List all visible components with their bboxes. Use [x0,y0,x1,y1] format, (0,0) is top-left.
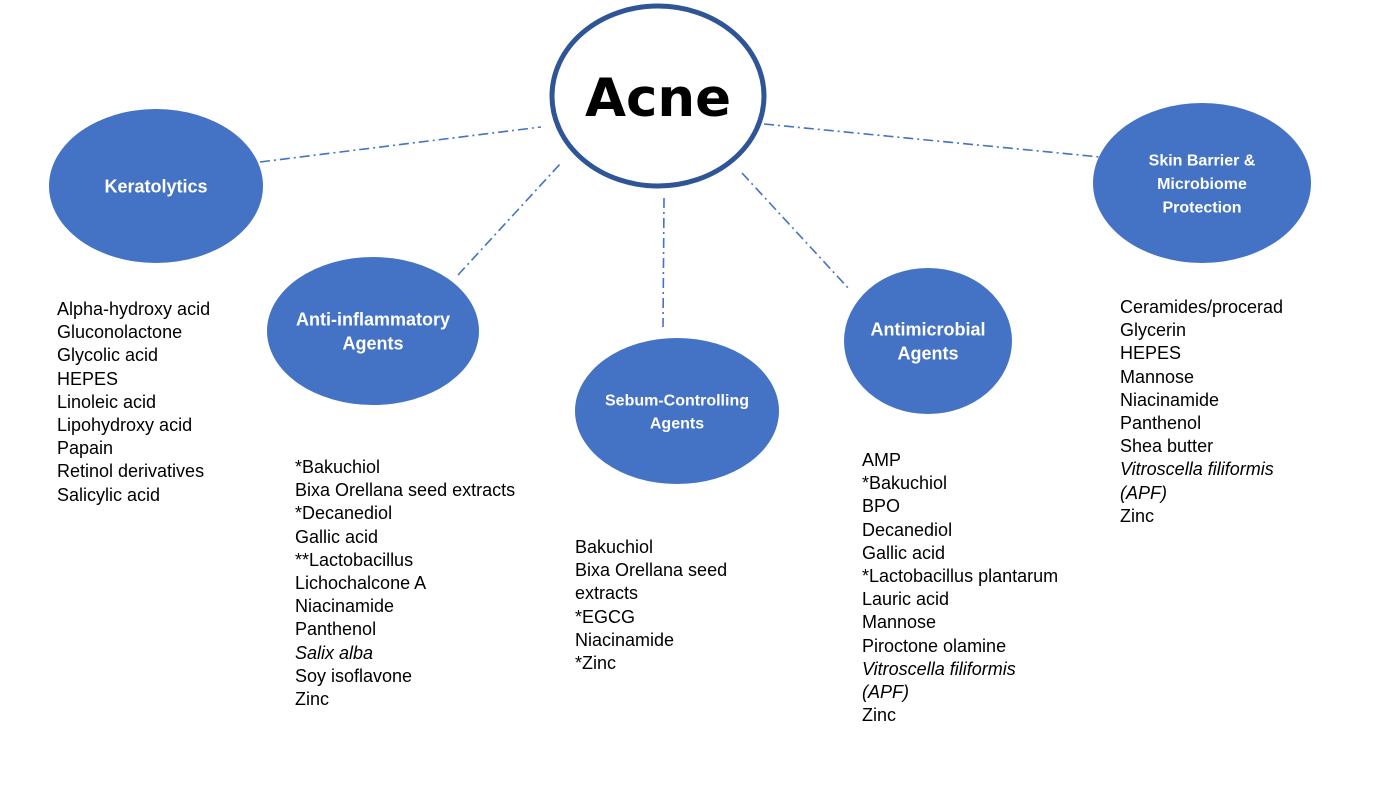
node-label-line: Anti-inflammatory [296,310,450,330]
node-label-line: Keratolytics [104,177,207,197]
keratolytics-node-label: Keratolytics [104,177,207,197]
ingredient-item: *Decanediol [295,503,393,524]
node-label-line: Skin Barrier & [1149,152,1256,169]
ingredient-item: **Lactobacillus [295,549,414,570]
ingredient-item: Gluconolactone [57,322,183,343]
ingredient-item: extracts [575,583,639,604]
ingredient-item: Niacinamide [295,596,395,617]
ingredient-item: HEPES [57,368,119,389]
ingredient-item: Lauric acid [862,589,950,610]
ingredient-item: Vitroscella filiformis [862,658,1016,679]
ingredient-item: Bixa Orellana seed extracts [295,480,516,501]
ingredient-item: *Zinc [575,653,617,674]
ingredient-item: Vitroscella filiformis [1120,459,1274,480]
ingredient-item: Lichochalcone A [295,573,427,594]
node-label-line: Agents [897,344,958,364]
sebum-controlling-node [575,338,779,484]
ingredient-item: Zinc [1120,505,1155,526]
ingredient-item: Shea butter [1120,436,1214,457]
center-ellipse [549,3,767,189]
keratolytics-node [49,109,263,263]
ingredient-item: Soy isoflavone [295,665,413,686]
ingredient-item: Salix alba [295,642,374,663]
skin-barrier-connector [763,123,1101,158]
ingredient-item: Mannose [862,612,937,633]
ingredient-item: Mannose [1120,366,1195,387]
ingredient-item: Gallic acid [862,542,946,563]
ingredient-item: Zinc [862,705,897,726]
node-label-line: Agents [650,415,704,432]
ingredient-item: BPO [862,496,901,517]
ingredient-item: Niacinamide [575,629,675,650]
node-label-line: Antimicrobial [870,320,985,340]
ingredient-item: *Bakuchiol [862,473,948,494]
ingredient-item: Retinol derivatives [57,461,205,482]
keratolytics-connector [259,126,542,163]
center-label: Acne [585,68,731,129]
ingredient-item: Panthenol [1120,413,1202,434]
antimicrobial-node [844,268,1012,414]
ingredient-item: Alpha-hydroxy acid [57,299,211,319]
node-label-line: Microbiome [1157,176,1247,193]
ingredient-item: *EGCG [575,606,636,627]
ingredient-item: Lipohydroxy acid [57,415,193,436]
skin-barrier-node [1093,103,1311,263]
ingredient-item: Salicylic acid [57,484,161,505]
ingredient-item: Gallic acid [295,526,379,547]
anti-inflammatory-connector [457,162,562,276]
ingredient-item: Piroctone olamine [862,635,1007,656]
ingredient-item: *Bakuchiol [295,457,381,477]
node-label-line: Sebum-Controlling [605,392,749,409]
ingredient-item: Linoleic acid [57,391,157,412]
ingredient-item: Bixa Orellana seed [575,560,728,581]
ingredient-item: HEPES [1120,343,1182,364]
antimicrobial-connector [741,172,851,291]
ingredient-item: *Lactobacillus plantarum [862,566,1059,587]
ingredient-item: Panthenol [295,619,377,640]
ingredient-item: (APF) [1120,482,1167,503]
ingredient-item: Glycolic acid [57,345,159,366]
node-label-line: Protection [1162,199,1241,216]
ingredient-item: Bakuchiol [575,537,654,557]
node-label-line: Agents [342,334,403,354]
ingredient-item: Papain [57,438,114,459]
sebum-controlling-connector [662,197,665,328]
center-node: Acne [549,3,767,189]
ingredient-item: Zinc [295,689,330,710]
anti-inflammatory-node [267,257,479,405]
ingredient-item: Decanediol [862,519,953,540]
connectors [259,123,1101,328]
ingredient-item: Glycerin [1120,320,1187,341]
ingredient-item: AMP [862,450,902,470]
ingredient-item: Niacinamide [1120,389,1220,410]
ingredient-item: Ceramides/procerad [1120,297,1284,317]
ingredient-item: (APF) [862,682,909,703]
